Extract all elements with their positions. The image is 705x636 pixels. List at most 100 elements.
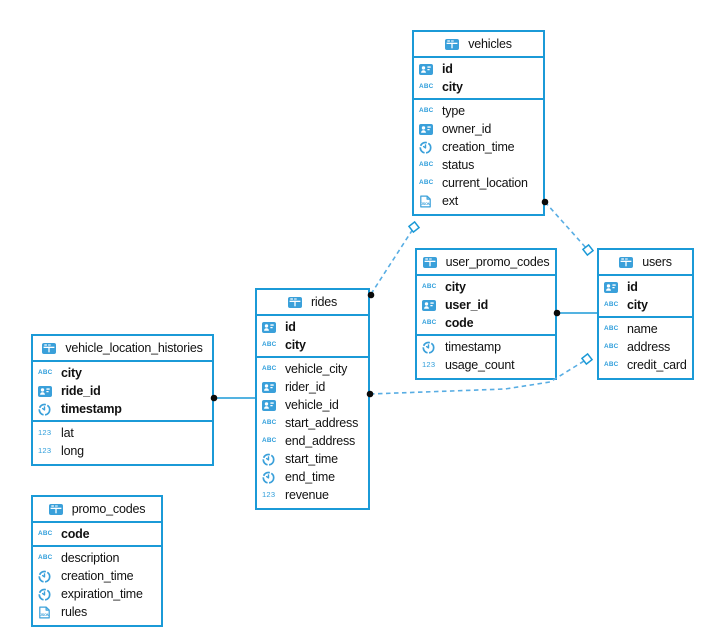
field-vehicle_city[interactable]: ABC vehicle_city	[257, 360, 368, 378]
relationship-vehicle_location_histories-rides[interactable]	[210, 394, 255, 402]
table-name: vehicle_location_histories	[65, 341, 203, 355]
field-expiration_time[interactable]: expiration_time	[33, 585, 161, 603]
field-label: long	[61, 444, 84, 458]
field-timestamp[interactable]: timestamp	[33, 400, 212, 418]
field-creation_time[interactable]: creation_time	[33, 567, 161, 585]
field-label: ride_id	[61, 384, 101, 398]
text-type-icon: ABC	[38, 553, 53, 561]
field-label: revenue	[285, 488, 329, 502]
field-label: current_location	[442, 176, 528, 190]
field-start_time[interactable]: start_time	[257, 450, 368, 468]
field-label: status	[442, 158, 475, 172]
table-header[interactable]: vehicles	[414, 32, 543, 58]
field-label: vehicle_city	[285, 362, 348, 376]
text-type-icon: ABC	[419, 160, 434, 168]
field-end_time[interactable]: end_time	[257, 468, 368, 486]
table-header[interactable]: user_promo_codes	[417, 250, 555, 276]
field-label: address	[627, 340, 671, 354]
field-id[interactable]: id	[599, 278, 692, 296]
field-id[interactable]: id	[257, 318, 368, 336]
field-label: creation_time	[61, 569, 134, 583]
number-type-icon: 123	[38, 428, 52, 438]
field-label: expiration_time	[61, 587, 143, 601]
time-type-icon	[38, 569, 56, 583]
relationship-endpoint-diamond	[407, 220, 421, 234]
relationship-vehicles-users[interactable]	[541, 198, 595, 257]
field-creation_time[interactable]: creation_time	[414, 138, 543, 156]
field-lat[interactable]: 123 lat	[33, 424, 212, 442]
field-rider_id[interactable]: rider_id	[257, 378, 368, 396]
table-header[interactable]: users	[599, 250, 692, 276]
field-id[interactable]: id	[414, 60, 543, 78]
table-header[interactable]: promo_codes	[33, 497, 161, 523]
text-type-icon: ABC	[604, 360, 619, 368]
text-type-icon: ABC	[262, 418, 277, 426]
field-status[interactable]: ABC status	[414, 156, 543, 174]
field-end_address[interactable]: ABC end_address	[257, 432, 368, 450]
text-type-icon: ABC	[262, 436, 277, 444]
field-user_id[interactable]: user_id	[417, 296, 555, 314]
table-header[interactable]: vehicle_location_histories	[33, 336, 212, 362]
field-address[interactable]: ABC address	[599, 338, 692, 356]
uuid-type-icon	[604, 280, 622, 294]
text-type-icon: ABC	[419, 178, 434, 186]
table-type-icon	[48, 502, 67, 516]
field-timestamp[interactable]: timestamp	[417, 338, 555, 356]
table-name: vehicles	[468, 37, 512, 51]
field-label: creation_time	[442, 140, 515, 154]
text-type-icon: ABC	[604, 342, 619, 350]
table-name: promo_codes	[71, 502, 146, 516]
field-owner_id[interactable]: owner_id	[414, 120, 543, 138]
field-city[interactable]: ABC city	[33, 364, 212, 382]
text-type-icon: ABC	[38, 529, 53, 537]
table-type-icon	[445, 37, 463, 51]
field-label: end_address	[285, 434, 356, 448]
field-label: city	[61, 366, 82, 380]
text-type-icon: ABC	[262, 364, 277, 372]
table-header[interactable]: rides	[257, 290, 368, 316]
field-current_location[interactable]: ABC current_location	[414, 174, 543, 192]
text-type-icon: ABC	[422, 318, 437, 326]
uuid-type-icon	[38, 384, 56, 398]
relationship-line	[544, 201, 588, 250]
field-vehicle_id[interactable]: vehicle_id	[257, 396, 368, 414]
relationship-user_promo_codes-users[interactable]	[553, 309, 597, 317]
field-label: ext	[442, 194, 459, 208]
text-type-icon: ABC	[38, 368, 53, 376]
relationship-rides-vehicles[interactable]	[367, 220, 421, 299]
field-label: id	[285, 320, 296, 334]
uuid-type-icon	[262, 398, 280, 412]
primary-key-section: ABC city ride_id timestamp	[33, 362, 212, 422]
field-label: lat	[61, 426, 74, 440]
field-ride_id[interactable]: ride_id	[33, 382, 212, 400]
